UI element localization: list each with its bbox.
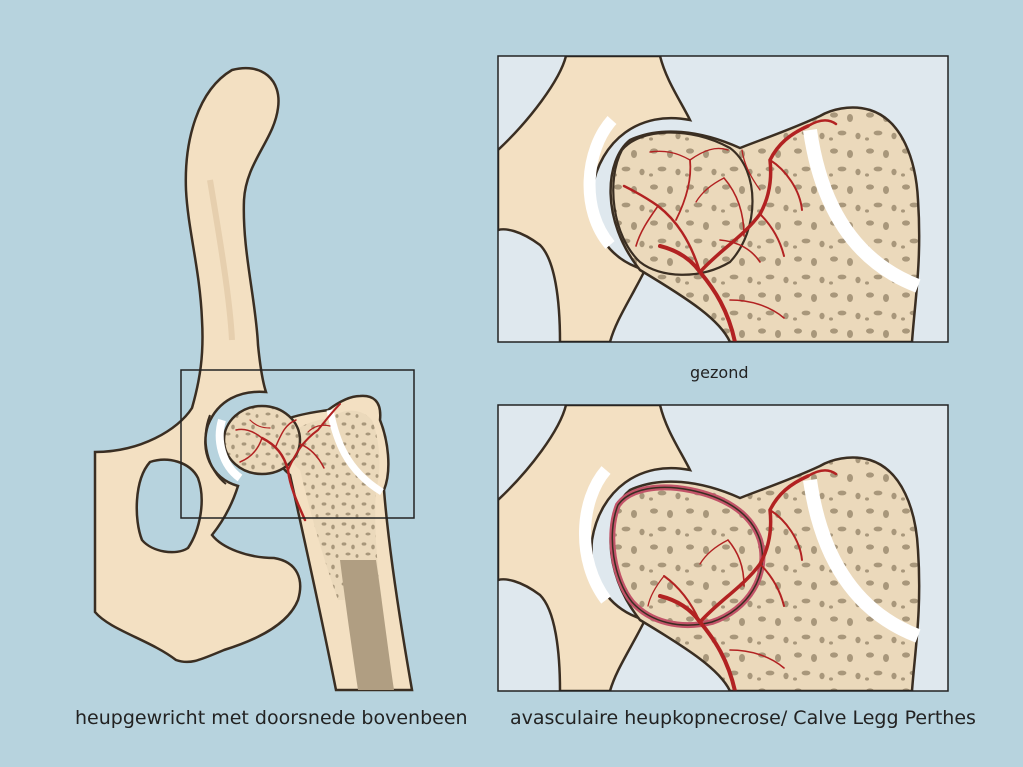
- caption-necrosis: avasculaire heupkopnecrose/ Calve Legg P…: [510, 707, 976, 729]
- medullary-cavity: [340, 560, 394, 690]
- caption-healthy: gezond: [690, 363, 749, 382]
- overview-hip-joint: [93, 66, 415, 692]
- blood-vessels: [235, 403, 341, 522]
- growth-plate: [326, 409, 384, 495]
- obturator-foramen: [135, 458, 203, 554]
- caption-overview: heupgewricht met doorsnede bovenbeen: [75, 707, 468, 729]
- pelvis-bone: [93, 66, 302, 664]
- detail-frame: [180, 369, 415, 519]
- healthy-vessels: [622, 119, 838, 342]
- necrosis-vessels: [647, 469, 838, 691]
- panel-healthy: [497, 55, 949, 343]
- panel-necrosis: [497, 404, 949, 692]
